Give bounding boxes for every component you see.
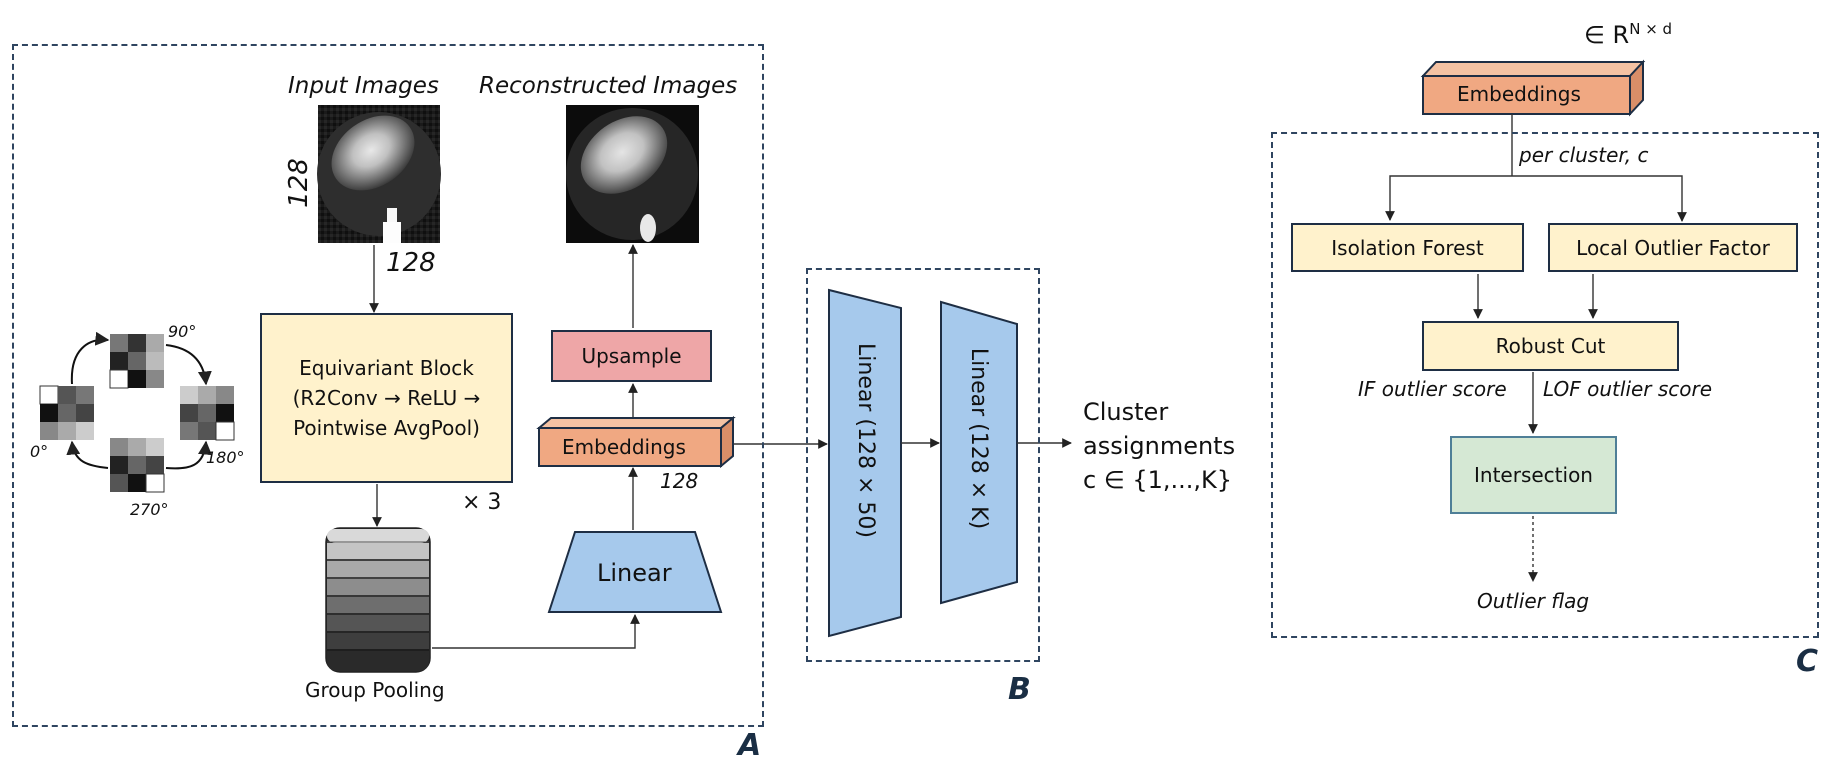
- equivariant-block-line-2: (R2Conv → ReLU →: [292, 386, 481, 410]
- dim-horizontal-label: 128: [386, 248, 436, 278]
- group-pooling-label: Group Pooling: [305, 678, 445, 702]
- repeat-label: × 3: [462, 490, 502, 515]
- isolation-forest-box: Isolation Forest: [1291, 223, 1524, 272]
- local-outlier-factor-box: Local Outlier Factor: [1548, 223, 1798, 272]
- linear1-label-wrap: Linear (128 × 50): [815, 343, 915, 538]
- local-outlier-factor-label: Local Outlier Factor: [1576, 235, 1770, 260]
- outlier-flag-label: Outlier flag: [1477, 589, 1590, 613]
- intersection-box: Intersection: [1450, 436, 1617, 514]
- panel-label-c: C: [1796, 644, 1819, 679]
- linear1-trapezoid: [828, 288, 902, 638]
- linear2-label: Linear (128 × K): [966, 347, 992, 529]
- equivariant-block: Equivariant Block (R2Conv → ReLU → Point…: [260, 313, 513, 483]
- arrows-panel-c: [1385, 114, 1687, 582]
- robust-cut-box: Robust Cut: [1422, 321, 1679, 371]
- embeddings-a-label: Embeddings: [562, 435, 686, 459]
- dim-vertical-label: 128: [283, 158, 314, 208]
- embeddings-a-dim: 128: [660, 469, 699, 493]
- cluster-output-line-2: assignments: [1083, 432, 1236, 460]
- panel-a-frame: [12, 44, 764, 727]
- panel-label-b: B: [1008, 672, 1031, 707]
- input-image: [317, 105, 441, 243]
- embeddings-box-a: [536, 415, 736, 469]
- robust-cut-label: Robust Cut: [1495, 334, 1606, 358]
- upsample-box: Upsample: [551, 330, 712, 382]
- linear-trapezoid: [547, 531, 723, 613]
- per-cluster-label: per cluster, c: [1519, 143, 1649, 167]
- linear-label: Linear: [597, 559, 672, 587]
- cluster-output: Cluster assignments c ∈ {1,...,K}: [1083, 395, 1235, 497]
- intersection-label: Intersection: [1474, 463, 1593, 487]
- linear2-label-wrap: Linear (128 × K): [929, 347, 1029, 528]
- upsample-label: Upsample: [581, 344, 682, 368]
- lof-score-label: LOF outlier score: [1543, 377, 1713, 401]
- embedding-space-label: ∈ RN × d: [1584, 20, 1672, 49]
- input-images-label: Input Images: [288, 73, 439, 99]
- linear1-label: Linear (128 × 50): [852, 342, 878, 538]
- arrows-panel-b: [734, 438, 1072, 449]
- embedding-space-sup: N × d: [1629, 20, 1673, 38]
- embeddings-c-label: Embeddings: [1457, 82, 1581, 106]
- panel-label-a: A: [738, 728, 762, 763]
- reconstructed-images-label: Reconstructed Images: [479, 73, 738, 99]
- embeddings-box-c: [1420, 59, 1646, 117]
- rotation-90-label: 90°: [168, 322, 197, 341]
- reconstructed-image: [566, 105, 699, 243]
- rotation-group-icon: [39, 331, 235, 493]
- group-pooling-stack: [325, 527, 431, 673]
- panel-b-frame: [806, 268, 1040, 662]
- if-score-label: IF outlier score: [1358, 377, 1507, 401]
- cluster-output-line-3: c ∈ {1,...,K}: [1083, 466, 1233, 494]
- equivariant-block-line-1: Equivariant Block: [299, 356, 474, 380]
- rotation-180-label: 180°: [206, 448, 245, 467]
- equivariant-block-line-3: Pointwise AvgPool): [293, 416, 480, 440]
- isolation-forest-label: Isolation Forest: [1331, 235, 1484, 260]
- cluster-output-line-1: Cluster: [1083, 398, 1169, 426]
- linear2-trapezoid: [940, 300, 1018, 605]
- rotation-270-label: 270°: [130, 500, 169, 519]
- rotation-0-label: 0°: [30, 442, 49, 461]
- embedding-space-prefix: ∈ R: [1584, 21, 1630, 49]
- panel-c-frame: [1271, 132, 1819, 638]
- arrows-panel-a: [369, 244, 640, 649]
